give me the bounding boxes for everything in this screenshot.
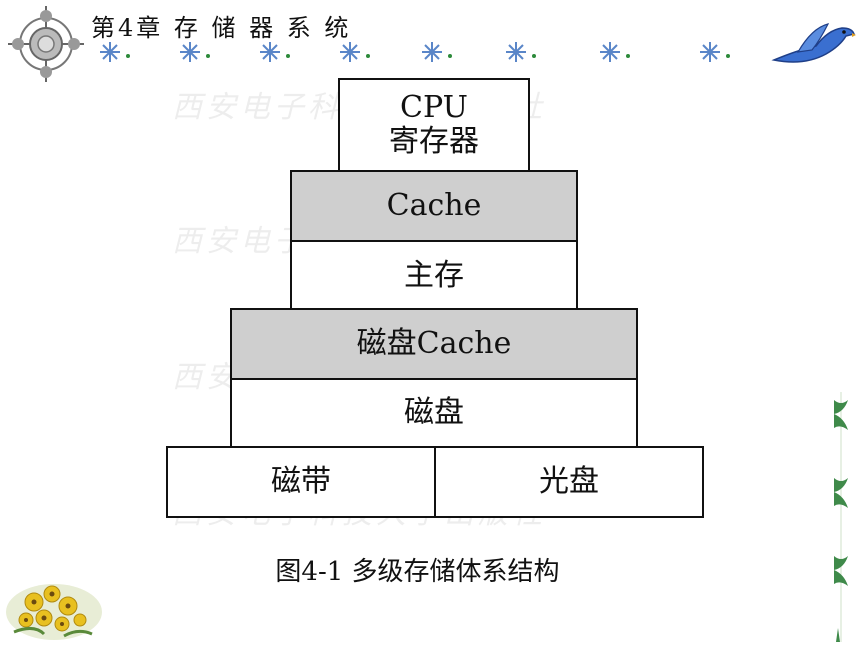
disk-box: 磁盘 — [230, 378, 638, 448]
snowflake-icon — [422, 42, 452, 62]
disk-cache-box: 磁盘Cache — [230, 308, 638, 380]
cpu-register-box: CPU 寄存器 — [338, 78, 530, 172]
cache-box: Cache — [290, 170, 578, 242]
figure-caption: 图4-1 多级存储体系结构 — [275, 557, 560, 587]
cache-label: Cache — [386, 187, 482, 223]
green-vine-icon — [826, 392, 856, 646]
disk-cache-label: 磁盘Cache — [356, 325, 512, 361]
snowflake-divider — [98, 40, 758, 64]
yellow-flower-icon — [4, 572, 104, 646]
snowflake-icon — [260, 42, 290, 62]
snowflake-icon — [600, 42, 630, 62]
optical-disc-box: 光盘 — [434, 446, 704, 518]
snowflake-icon — [340, 42, 370, 62]
snowflake-icon — [506, 42, 536, 62]
snowflake-icon — [100, 42, 130, 62]
tape-label: 磁带 — [271, 463, 331, 499]
disk-label: 磁盘 — [404, 394, 464, 430]
cpu-label: CPU — [400, 89, 468, 125]
snowflake-icon — [700, 42, 730, 62]
tape-box: 磁带 — [166, 446, 436, 518]
register-label: 寄存器 — [389, 124, 479, 159]
main-memory-box: 主存 — [290, 240, 578, 312]
circle-cross-logo-icon — [6, 4, 86, 88]
snowflake-icon — [180, 42, 210, 62]
chapter-title: 第4章 存 储 器 系 统 — [91, 14, 352, 42]
main-memory-label: 主存 — [404, 257, 464, 293]
optical-label: 光盘 — [539, 463, 599, 499]
blue-bird-icon — [768, 20, 856, 76]
